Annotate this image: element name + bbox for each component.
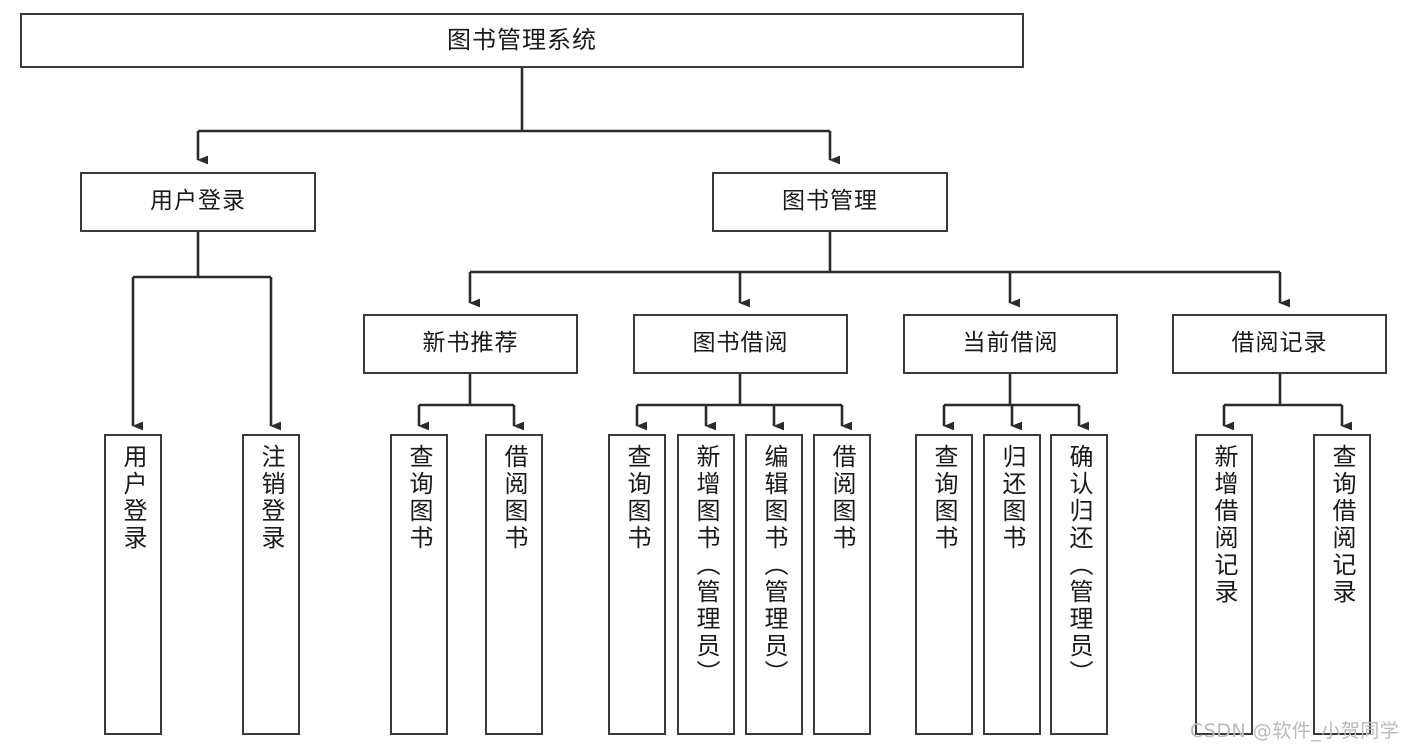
node-label: 借阅图书 [500, 444, 528, 552]
leaf-query-book-borrow[interactable]: 查询图书 [608, 434, 666, 735]
node-label: 当前借阅 [962, 330, 1059, 357]
node-book-borrow[interactable]: 图书借阅 [633, 314, 848, 374]
leaf-query-book-recommend[interactable]: 查询图书 [390, 434, 448, 735]
leaf-logout[interactable]: 注销登录 [242, 434, 300, 735]
leaf-borrow-book-recommend[interactable]: 借阅图书 [485, 434, 543, 735]
node-label: 图书管理系统 [447, 26, 597, 55]
node-user-login[interactable]: 用户登录 [80, 172, 316, 232]
node-label: 查询图书 [930, 444, 958, 552]
node-root-system[interactable]: 图书管理系统 [20, 13, 1024, 68]
leaf-add-book-admin[interactable]: 新增图书（管理员） [677, 434, 735, 735]
node-label: 新增借阅记录 [1210, 444, 1238, 606]
leaf-edit-book-admin[interactable]: 编辑图书（管理员） [745, 434, 803, 735]
node-book-management[interactable]: 图书管理 [712, 172, 948, 232]
node-label: 借阅记录 [1231, 330, 1328, 357]
node-label: 确认归还（管理员） [1065, 444, 1093, 687]
node-label: 查询借阅记录 [1328, 444, 1356, 606]
node-new-book-recommend[interactable]: 新书推荐 [363, 314, 578, 374]
leaf-query-book-current[interactable]: 查询图书 [915, 434, 973, 735]
node-label: 注销登录 [257, 444, 285, 552]
leaf-borrow-book[interactable]: 借阅图书 [813, 434, 871, 735]
node-label: 归还图书 [998, 444, 1026, 552]
leaf-query-borrow-record[interactable]: 查询借阅记录 [1313, 434, 1371, 735]
node-label: 图书借阅 [692, 330, 789, 357]
leaf-add-borrow-record[interactable]: 新增借阅记录 [1195, 434, 1253, 735]
leaf-confirm-return-admin[interactable]: 确认归还（管理员） [1050, 434, 1108, 735]
node-label: 查询图书 [405, 444, 433, 552]
leaf-user-login[interactable]: 用户登录 [104, 434, 162, 735]
leaf-return-book[interactable]: 归还图书 [983, 434, 1041, 735]
node-label: 用户登录 [150, 188, 246, 215]
node-borrow-record[interactable]: 借阅记录 [1172, 314, 1387, 374]
node-label: 新增图书（管理员） [692, 444, 720, 687]
node-label: 新书推荐 [422, 330, 519, 357]
watermark-text: CSDN @软件_小贺同学 [1190, 720, 1400, 742]
node-label: 借阅图书 [828, 444, 856, 552]
node-current-borrow[interactable]: 当前借阅 [903, 314, 1118, 374]
node-label: 用户登录 [119, 444, 147, 552]
node-label: 图书管理 [782, 188, 878, 215]
node-label: 编辑图书（管理员） [760, 444, 788, 687]
node-label: 查询图书 [623, 444, 651, 552]
